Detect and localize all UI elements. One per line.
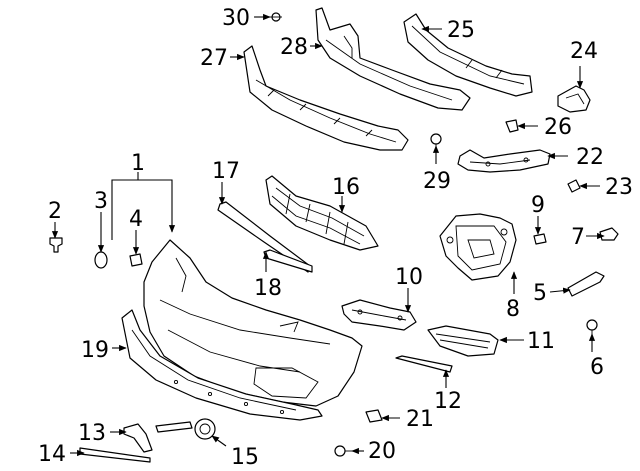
part-25-upper-reinforcement: [403, 13, 533, 97]
part-1-bumper-cover: [143, 239, 363, 407]
callout-18: 18: [254, 276, 282, 301]
callout-15: 15: [231, 445, 259, 470]
part-29-clip: [430, 133, 442, 152]
part-30-bolt: [270, 12, 282, 22]
callout-11: 11: [527, 329, 555, 354]
callout-17: 17: [212, 159, 240, 184]
callout-8: 8: [506, 297, 520, 322]
part-27-lower-absorber: [243, 45, 409, 151]
part-14-strip: [79, 447, 151, 463]
callout-26: 26: [544, 115, 572, 140]
part-15-fog-lamp: [155, 418, 216, 440]
part-5-strip: [567, 271, 605, 297]
part-16-grille: [265, 175, 379, 251]
callout-24: 24: [570, 39, 598, 64]
part-12-strip: [395, 355, 453, 373]
callout-5: 5: [533, 281, 547, 306]
callout-22: 22: [576, 145, 604, 170]
part-3-clip: [94, 251, 108, 269]
callout-28: 28: [280, 35, 308, 60]
part-10-bracket: [341, 299, 417, 331]
part-2-screw: [49, 237, 63, 253]
part-19-lower-spoiler: [121, 309, 323, 421]
callout-30: 30: [222, 6, 250, 31]
part-23-clip: [567, 179, 581, 193]
part-7-clip: [599, 227, 619, 241]
leader-lines: [51, 13, 605, 457]
callout-1: 1: [131, 151, 145, 176]
callout-4: 4: [129, 207, 143, 232]
part-8-bracket: [439, 213, 517, 281]
callout-20: 20: [368, 439, 396, 464]
part-20-screw: [334, 445, 352, 457]
callout-6: 6: [590, 355, 604, 380]
callout-13: 13: [78, 421, 106, 446]
part-22-bracket: [457, 149, 551, 173]
callout-27: 27: [200, 46, 228, 71]
part-13-trim: [123, 423, 153, 453]
callout-14: 14: [38, 442, 66, 467]
part-9-clip: [533, 233, 547, 245]
callout-9: 9: [531, 193, 545, 218]
callout-7: 7: [571, 225, 585, 250]
callout-25: 25: [447, 18, 475, 43]
callout-16: 16: [332, 175, 360, 200]
part-11-fog-grille: [427, 325, 499, 357]
part-21-clip: [365, 409, 383, 423]
part-26-clip: [505, 119, 519, 133]
callout-29: 29: [423, 169, 451, 194]
callout-10: 10: [395, 265, 423, 290]
part-24-bracket: [557, 85, 591, 113]
part-4-clip: [129, 253, 143, 267]
callout-21: 21: [406, 407, 434, 432]
callout-23: 23: [605, 175, 633, 200]
part-28-impact-absorber: [315, 7, 471, 111]
callout-3: 3: [94, 189, 108, 214]
callout-19: 19: [81, 338, 109, 363]
callout-2: 2: [48, 199, 62, 224]
callout-12: 12: [434, 389, 462, 414]
